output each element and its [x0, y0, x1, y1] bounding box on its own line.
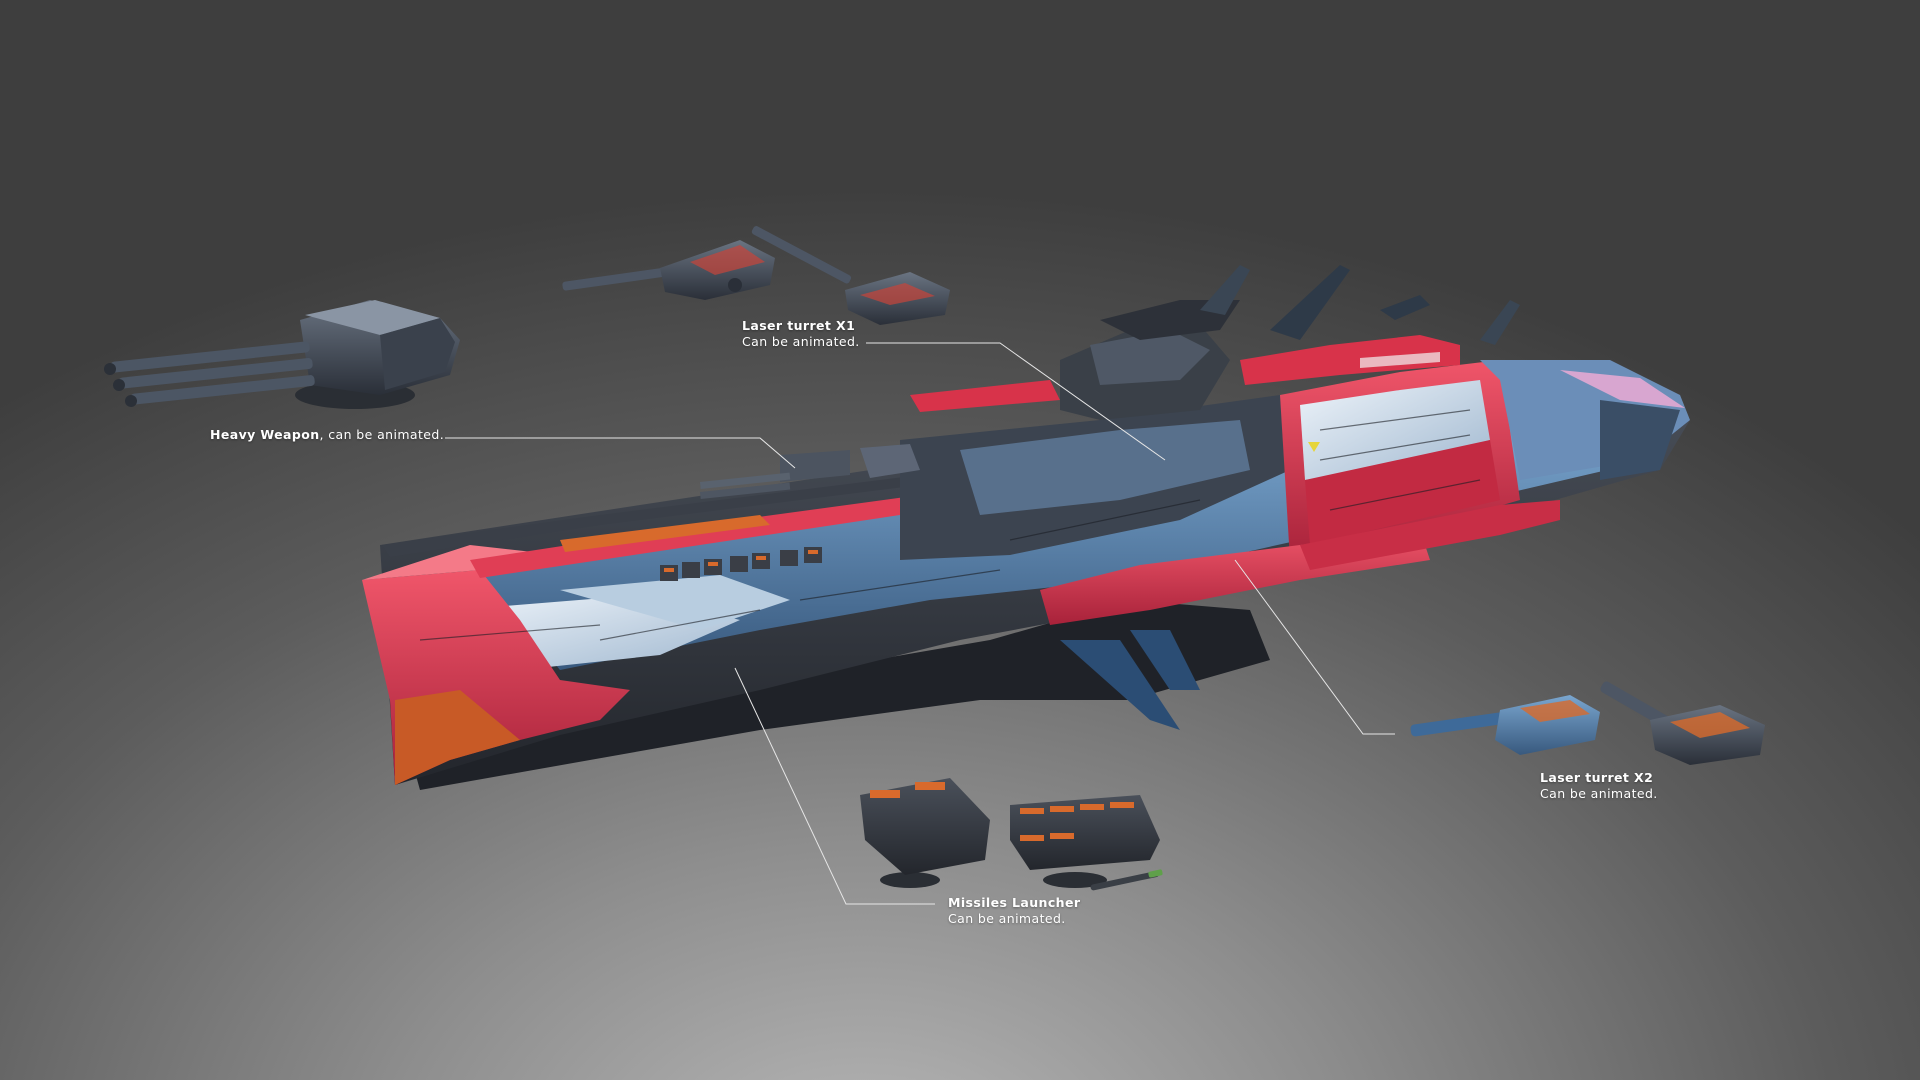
heavy-weapon-leader	[445, 437, 796, 469]
heavy-weapon-title: Heavy Weapon	[210, 427, 320, 442]
laser-turret-x1-part	[562, 226, 950, 325]
missiles-leader	[734, 667, 935, 905]
battleship-hull	[362, 265, 1690, 790]
laser-x1-leader	[866, 342, 1166, 461]
callout-lines	[445, 342, 1395, 905]
laser-turret-x2-part	[1410, 681, 1765, 765]
missiles-launcher-part	[860, 778, 1163, 891]
heavy-weapon-label: Heavy Weapon, can be animated.	[210, 427, 444, 443]
heavy-weapon-note: , can be animated.	[319, 427, 445, 442]
laser-turret-x1-note: Can be animated.	[742, 334, 860, 349]
laser-turret-x2-note: Can be animated.	[1540, 786, 1658, 801]
missiles-launcher-note: Can be animated.	[948, 911, 1066, 926]
laser-turret-x2-label: Laser turret X2 Can be animated.	[1540, 770, 1658, 802]
laser-x2-leader	[1234, 559, 1395, 735]
laser-turret-x2-title: Laser turret X2	[1540, 770, 1654, 785]
heavy-weapon-part	[104, 300, 460, 409]
missiles-launcher-title: Missiles Launcher	[948, 895, 1081, 910]
laser-turret-x1-title: Laser turret X1	[742, 318, 856, 333]
missiles-launcher-label: Missiles Launcher Can be animated.	[948, 895, 1080, 927]
laser-turret-x1-label: Laser turret X1 Can be animated.	[742, 318, 860, 350]
